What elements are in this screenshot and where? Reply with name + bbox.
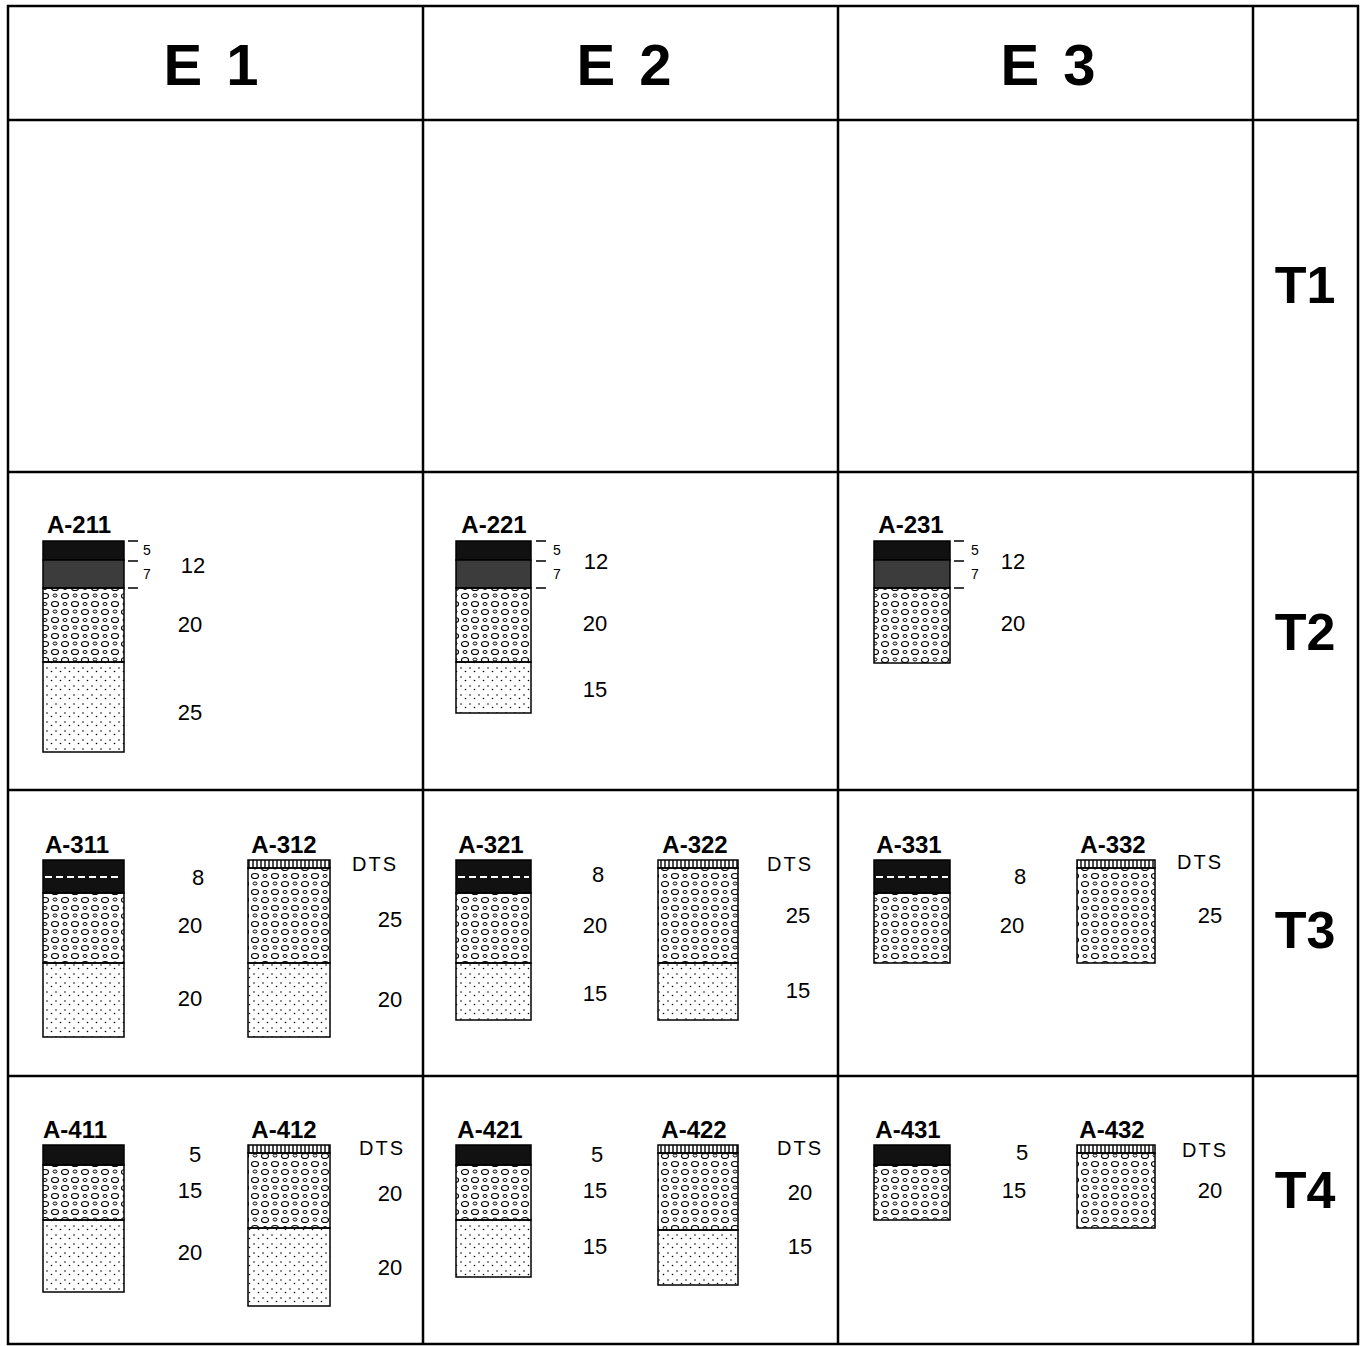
column-header: E 2 bbox=[576, 36, 675, 94]
layer-thickness: 20 bbox=[378, 1257, 402, 1279]
layer-thickness: 20 bbox=[178, 915, 202, 937]
layer-thickness: 20 bbox=[378, 1183, 402, 1205]
table-grid bbox=[8, 6, 1358, 1344]
sublayer-thickness: 7 bbox=[553, 567, 561, 581]
section-id: A-211 bbox=[47, 513, 111, 537]
sublayer-thickness: 7 bbox=[143, 567, 151, 581]
design-thickness-mark: DTS bbox=[359, 1138, 405, 1158]
section-id: A-332 bbox=[1080, 833, 1145, 857]
layer-thickness: 20 bbox=[1001, 613, 1025, 635]
row-header: T3 bbox=[1275, 904, 1336, 956]
layer-thickness: 8 bbox=[192, 867, 204, 889]
layer-thickness: 20 bbox=[178, 988, 202, 1010]
row-header: T1 bbox=[1275, 259, 1336, 311]
design-thickness-mark: DTS bbox=[767, 854, 813, 874]
sublayer-thickness: 7 bbox=[971, 567, 979, 581]
layer-thickness: 15 bbox=[178, 1180, 202, 1202]
layer-thickness: 20 bbox=[178, 1242, 202, 1264]
section-id: A-311 bbox=[45, 833, 109, 857]
row-header: T4 bbox=[1275, 1164, 1336, 1216]
section-id: A-231 bbox=[878, 513, 943, 537]
layer-thickness: 12 bbox=[181, 555, 205, 577]
section-id: A-431 bbox=[875, 1118, 940, 1142]
layer-thickness: 20 bbox=[1198, 1180, 1222, 1202]
section-id: A-432 bbox=[1079, 1118, 1144, 1142]
layer-thickness: 15 bbox=[1002, 1180, 1026, 1202]
layer-thickness: 5 bbox=[189, 1144, 201, 1166]
layer-thickness: 20 bbox=[583, 915, 607, 937]
layer-thickness: 8 bbox=[592, 864, 604, 886]
layer-thickness: 15 bbox=[786, 980, 810, 1002]
pavement-columns bbox=[43, 541, 1155, 1306]
layer-thickness: 20 bbox=[178, 614, 202, 636]
layer-thickness: 20 bbox=[378, 989, 402, 1011]
sublayer-thickness: 5 bbox=[971, 543, 979, 557]
layer-thickness: 25 bbox=[178, 702, 202, 724]
design-thickness-mark: DTS bbox=[1177, 852, 1223, 872]
layer-thickness: 12 bbox=[1001, 551, 1025, 573]
column-header: E 3 bbox=[1000, 36, 1099, 94]
section-id: A-412 bbox=[251, 1118, 316, 1142]
section-id: A-321 bbox=[458, 833, 523, 857]
section-id: A-221 bbox=[461, 513, 526, 537]
layer-thickness: 5 bbox=[591, 1144, 603, 1166]
layer-thickness: 15 bbox=[583, 983, 607, 1005]
layer-thickness: 12 bbox=[584, 551, 608, 573]
layer-thickness: 25 bbox=[786, 905, 810, 927]
layer-thickness: 25 bbox=[1198, 905, 1222, 927]
layer-thickness: 20 bbox=[788, 1182, 812, 1204]
section-id: A-421 bbox=[457, 1118, 522, 1142]
layer-thickness: 15 bbox=[583, 679, 607, 701]
design-thickness-mark: DTS bbox=[1182, 1140, 1228, 1160]
design-thickness-mark: DTS bbox=[777, 1138, 823, 1158]
layer-thickness: 8 bbox=[1014, 866, 1026, 888]
layer-thickness: 25 bbox=[378, 909, 402, 931]
section-id: A-312 bbox=[251, 833, 316, 857]
section-id: A-422 bbox=[661, 1118, 726, 1142]
sublayer-thickness: 5 bbox=[143, 543, 151, 557]
layer-thickness: 20 bbox=[583, 613, 607, 635]
layer-thickness: 15 bbox=[583, 1180, 607, 1202]
column-header: E 1 bbox=[163, 36, 262, 94]
layer-thickness: 15 bbox=[788, 1236, 812, 1258]
design-thickness-mark: DTS bbox=[352, 854, 398, 874]
section-id: A-331 bbox=[876, 833, 941, 857]
layer-thickness: 20 bbox=[1000, 915, 1024, 937]
row-header: T2 bbox=[1275, 606, 1336, 658]
section-id: A-411 bbox=[43, 1118, 107, 1142]
layer-thickness: 5 bbox=[1016, 1142, 1028, 1164]
sublayer-thickness: 5 bbox=[553, 543, 561, 557]
section-id: A-322 bbox=[662, 833, 727, 857]
layer-thickness: 15 bbox=[583, 1236, 607, 1258]
